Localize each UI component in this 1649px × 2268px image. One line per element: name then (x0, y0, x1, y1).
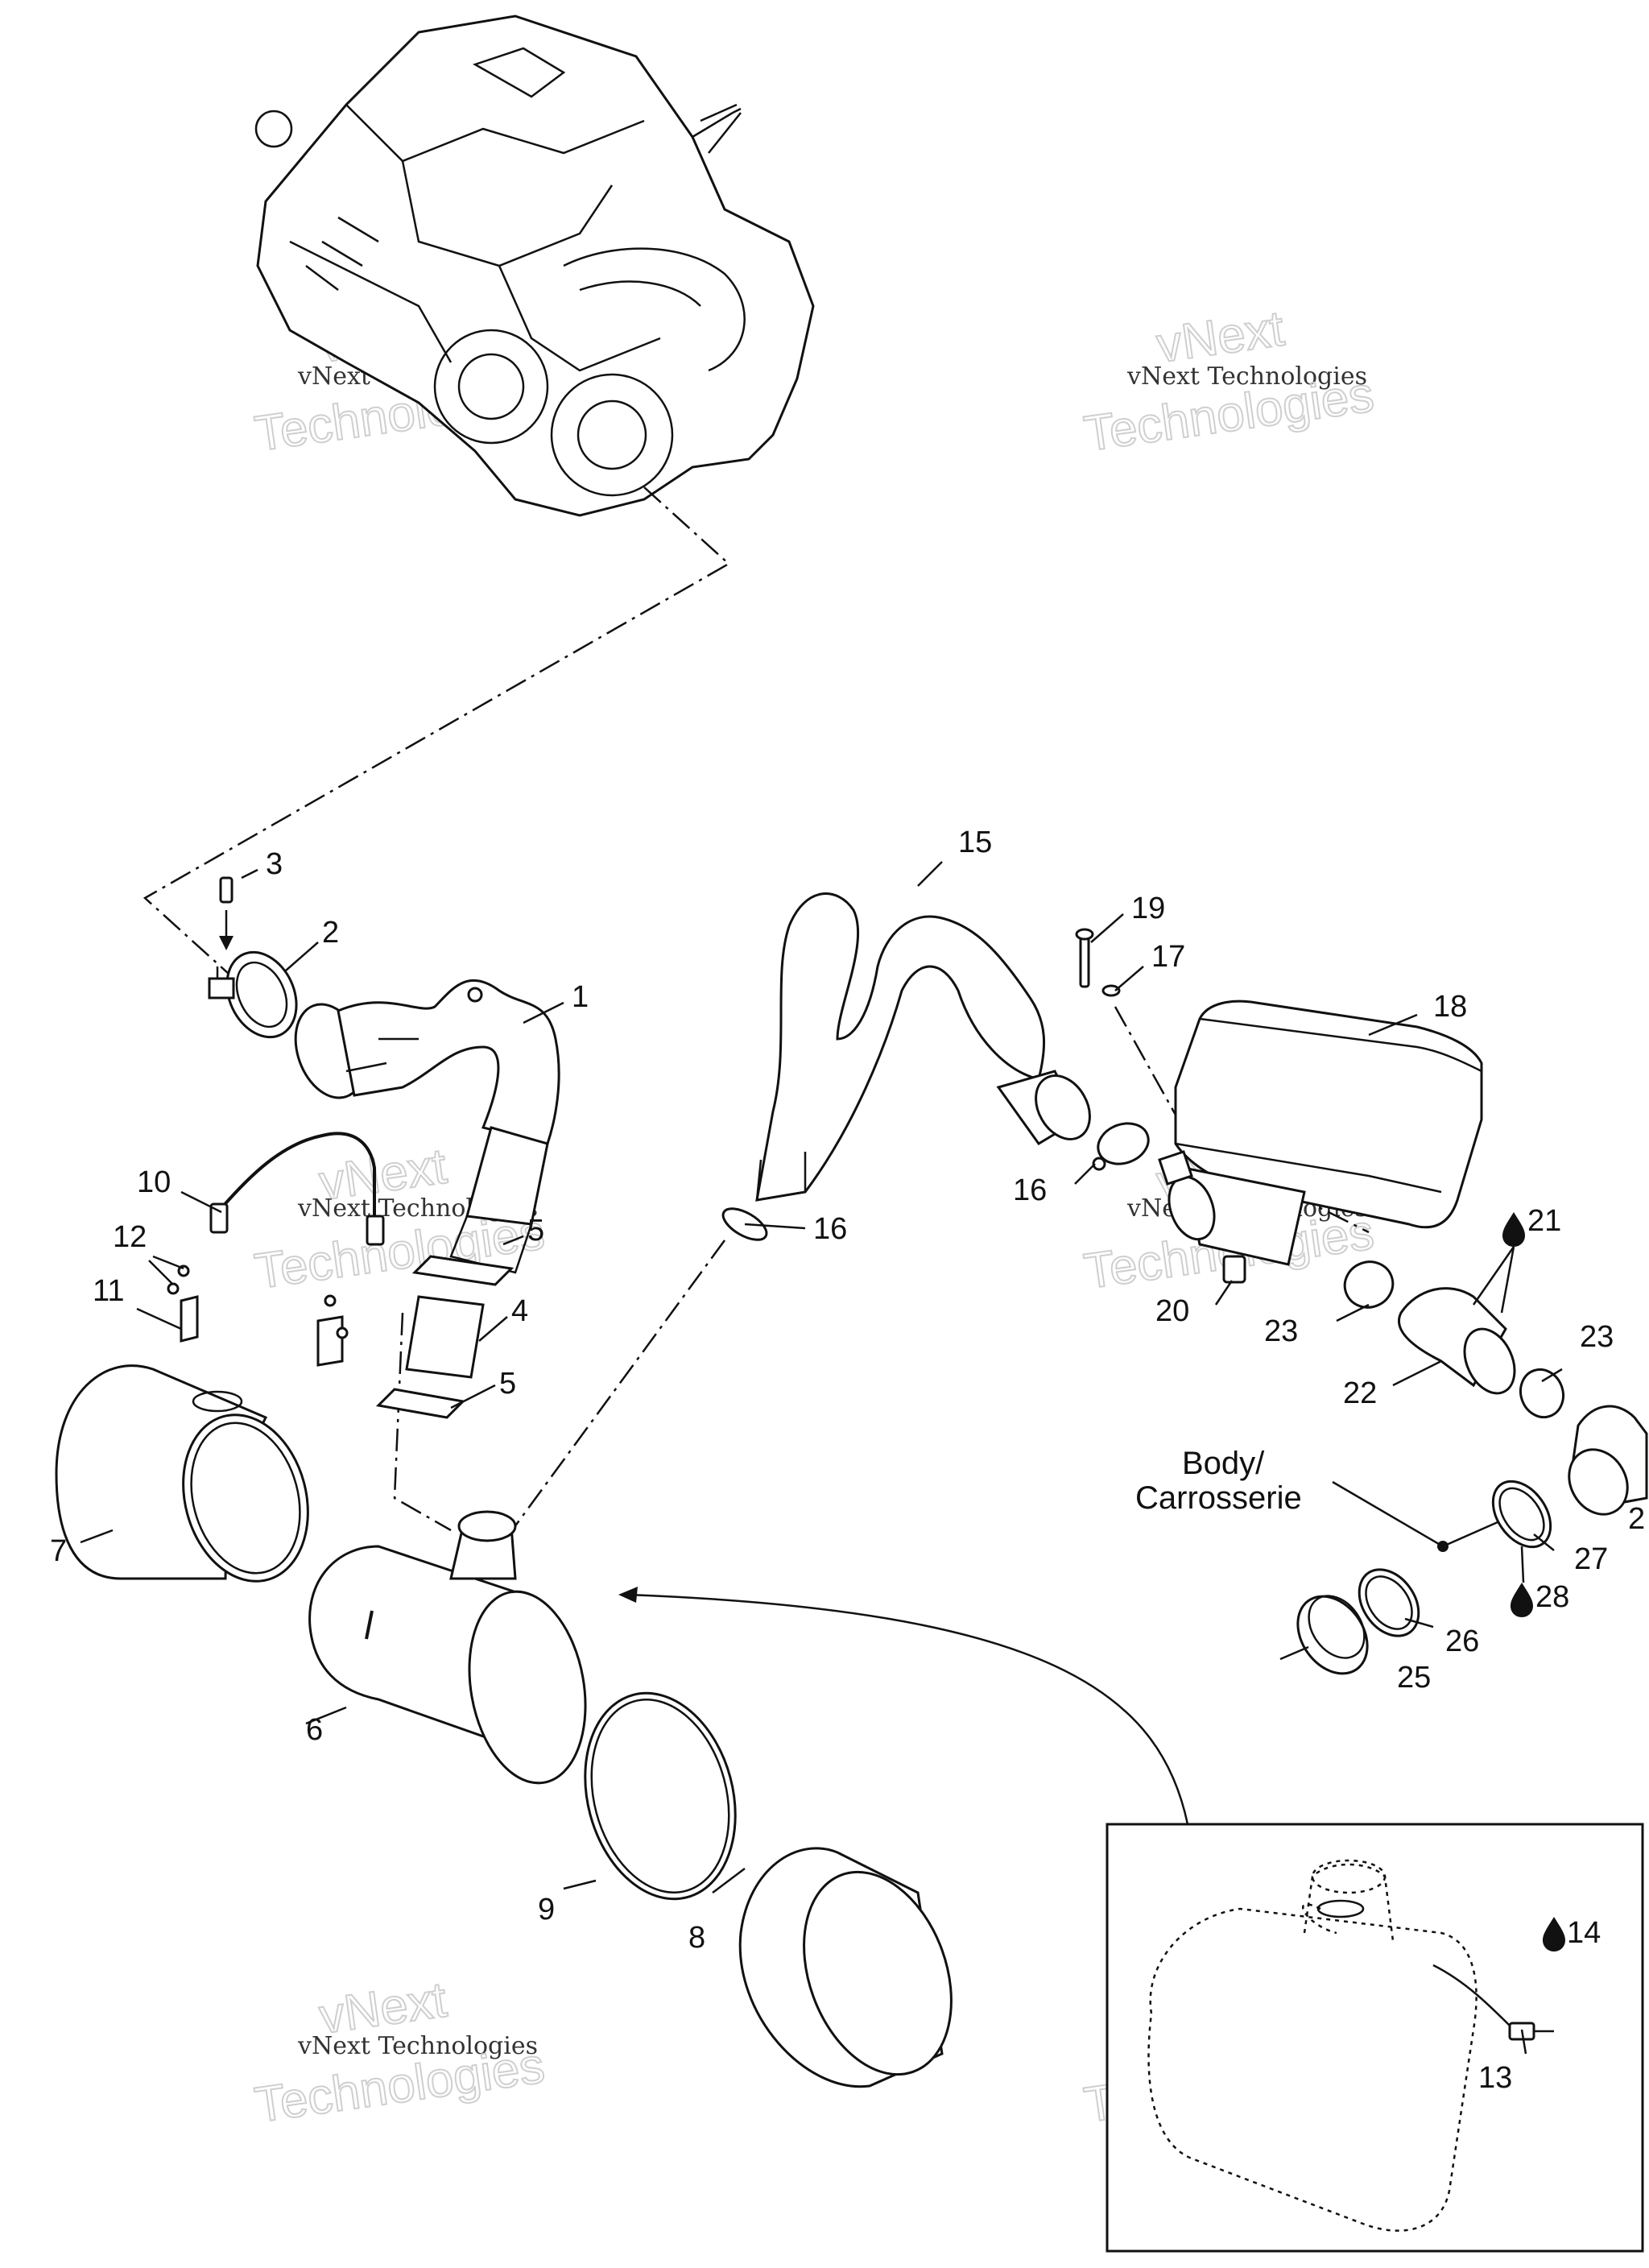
label-part-16-right: 16 (1013, 1173, 1047, 1207)
part-23-clamp-lower (1519, 1368, 1564, 1419)
label-part-24: 2 (1628, 1502, 1645, 1536)
part-7-heat-shield-cylinder (55, 1364, 309, 1583)
arrow-head (618, 1587, 638, 1603)
leader-16-to-muffler (502, 1240, 726, 1543)
part-16-clamp-right (1092, 1122, 1150, 1171)
grease-drop-icon (1543, 1917, 1565, 1951)
label-part-17: 17 (1151, 940, 1185, 974)
label-part-5-lower: 5 (499, 1367, 516, 1401)
part-5-gasket-lower (375, 1388, 466, 1419)
label-part-19: 19 (1131, 892, 1165, 925)
leader-pipe-to-muffler (393, 1312, 452, 1532)
leader-engine-to-clamp (143, 486, 731, 975)
part-22-coupler (1398, 1287, 1516, 1395)
inset-arrow (627, 1593, 1189, 1825)
label-part-16-left: 16 (813, 1212, 847, 1246)
part-19-bolt (1075, 928, 1094, 988)
label-part-1: 1 (572, 980, 589, 1014)
part-4-heat-shield (405, 1295, 485, 1379)
part-3-pin (219, 876, 234, 950)
part-17-washer (1101, 984, 1121, 997)
body-label-line2: Carrosserie (1135, 1480, 1302, 1516)
part-23-clamp-upper (1343, 1260, 1395, 1309)
label-part-6: 6 (306, 1713, 323, 1747)
label-part-27: 27 (1574, 1542, 1608, 1576)
label-part-23-lower: 23 (1580, 1320, 1614, 1354)
label-part-11: 11 (93, 1274, 124, 1308)
watermark-bottom-left: vNext vNext Technologies Technologies (250, 1971, 548, 2133)
label-leaders (80, 861, 1563, 2055)
label-part-12: 12 (113, 1220, 147, 1254)
label-part-2: 2 (322, 916, 339, 950)
label-part-8: 8 (688, 1921, 705, 1955)
part-5-gasket-upper (411, 1255, 515, 1286)
label-part-18: 18 (1433, 990, 1467, 1024)
part-24-elbow (1568, 1405, 1648, 1516)
label-part-15: 15 (958, 826, 992, 859)
part-25-ring (1296, 1595, 1369, 1675)
part-9-ring (584, 1691, 737, 1901)
part-15-pipe (755, 892, 1091, 1202)
part-20-nut (1222, 1255, 1246, 1284)
label-part-5-upper: 5 (527, 1214, 544, 1248)
label-part-9: 9 (538, 1893, 555, 1927)
label-part-20: 20 (1155, 1294, 1189, 1328)
part-1-exhaust-pipe (294, 979, 560, 1274)
label-part-4: 4 (511, 1294, 528, 1328)
part-2-clamp (208, 950, 298, 1039)
part-26-ring (1358, 1568, 1420, 1637)
svg-text:vNext Technologies: vNext Technologies (297, 2032, 538, 2060)
watermark-top-right: vNext vNext Technologies Technologies (1080, 300, 1378, 462)
part-18-muffler-box (1158, 999, 1483, 1266)
part-8-end-cap (738, 1847, 953, 2088)
label-part-14: 14 (1567, 1916, 1601, 1950)
grease-drop-icon (1502, 1212, 1525, 1247)
inset-box (1106, 1823, 1644, 2253)
svg-text:vNext Technologies: vNext Technologies (1126, 362, 1367, 391)
label-part-22: 22 (1343, 1376, 1377, 1410)
engine-illustration (254, 14, 815, 517)
body-label-line1: Body/ (1182, 1446, 1265, 1481)
label-part-7: 7 (50, 1534, 67, 1568)
label-part-26: 26 (1445, 1624, 1479, 1658)
label-part-28: 28 (1535, 1580, 1569, 1614)
label-part-3: 3 (266, 847, 283, 881)
label-part-10: 10 (137, 1165, 171, 1199)
label-part-23-upper: 23 (1264, 1314, 1298, 1348)
label-part-21: 21 (1527, 1204, 1561, 1238)
label-part-13: 13 (1478, 2061, 1512, 2095)
part-27-ring (1491, 1480, 1552, 1549)
label-part-25: 25 (1397, 1661, 1431, 1695)
part-6-muffler (308, 1510, 587, 1785)
part-10-strap (209, 1132, 385, 1246)
part-11-bracket (180, 1295, 344, 1367)
grease-drop-icon (1511, 1583, 1533, 1617)
